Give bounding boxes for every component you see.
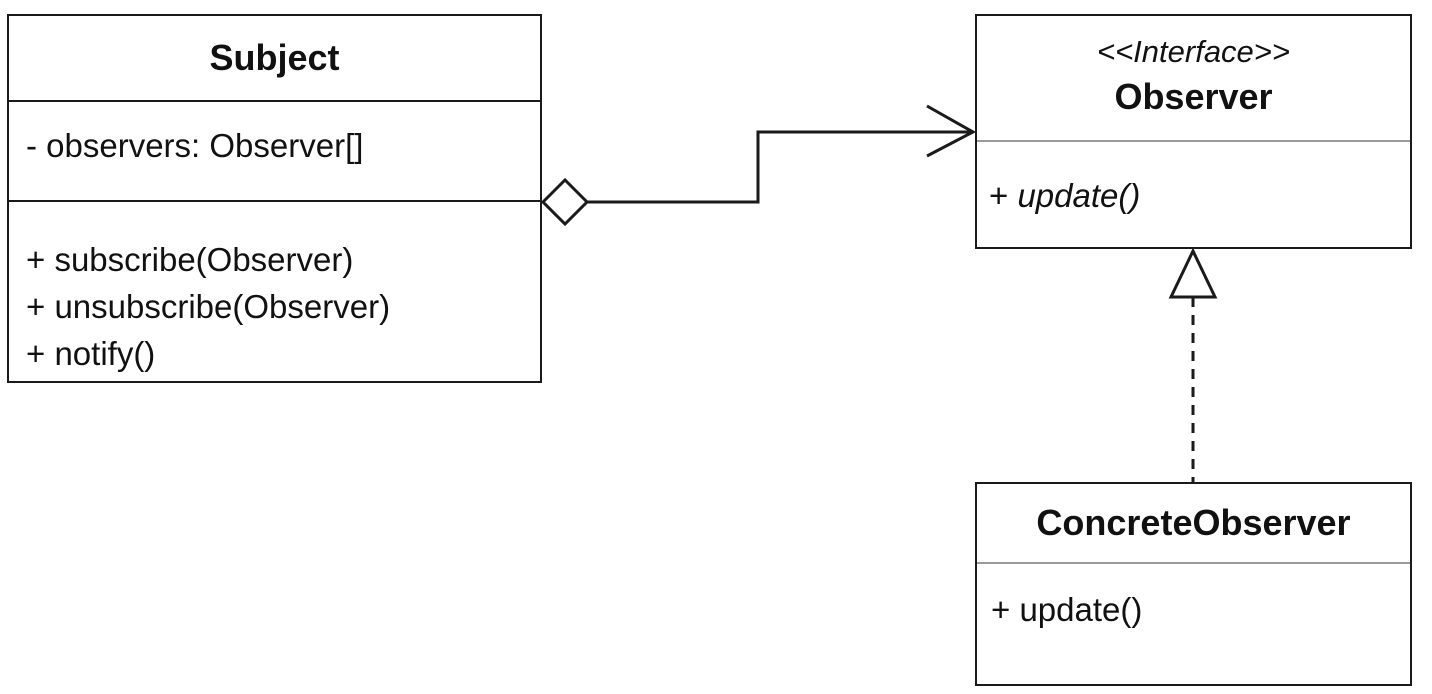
- subject-operation-notify: + notify(): [26, 335, 156, 372]
- subject-operations-compartment: + subscribe(Observer) + unsubscribe(Obse…: [9, 202, 540, 377]
- subject-class-name: Subject: [209, 37, 340, 78]
- realization-triangle: [1168, 247, 1218, 299]
- observer-stereotype: <<Interface>>: [1096, 34, 1291, 69]
- concrete-observer-operations-compartment: + update(): [977, 564, 1410, 633]
- observer-operation-visibility: +: [989, 177, 1009, 214]
- aggregation-line: [587, 130, 973, 204]
- concrete-observer-operation-update: + update(): [991, 591, 1143, 628]
- observer-operations-compartment: + update(): [977, 142, 1410, 219]
- observer-operation-update: + update(): [989, 172, 1410, 219]
- aggregation-diamond: [540, 177, 590, 227]
- subject-operation-unsubscribe: + unsubscribe(Observer): [26, 288, 391, 325]
- concrete-observer-class-name: ConcreteObserver: [1036, 502, 1351, 543]
- subject-operation-subscribe: + subscribe(Observer): [26, 241, 354, 278]
- subject-class[interactable]: Subject - observers: Observer[] + subscr…: [7, 14, 542, 383]
- subject-attributes-compartment: - observers: Observer[]: [9, 102, 540, 202]
- navigability-arrowhead: [926, 104, 977, 158]
- observer-name-compartment: <<Interface>> Observer: [977, 16, 1410, 142]
- subject-name-compartment: Subject: [9, 16, 540, 102]
- concrete-observer-class[interactable]: ConcreteObserver + update(): [975, 482, 1412, 686]
- concrete-observer-name-compartment: ConcreteObserver: [977, 484, 1410, 564]
- observer-class-name: Observer: [1114, 76, 1273, 117]
- observer-interface[interactable]: <<Interface>> Observer + update(): [975, 14, 1412, 249]
- observer-operation-name: update(): [1017, 177, 1141, 214]
- subject-attribute-observers: - observers: Observer[]: [26, 127, 364, 164]
